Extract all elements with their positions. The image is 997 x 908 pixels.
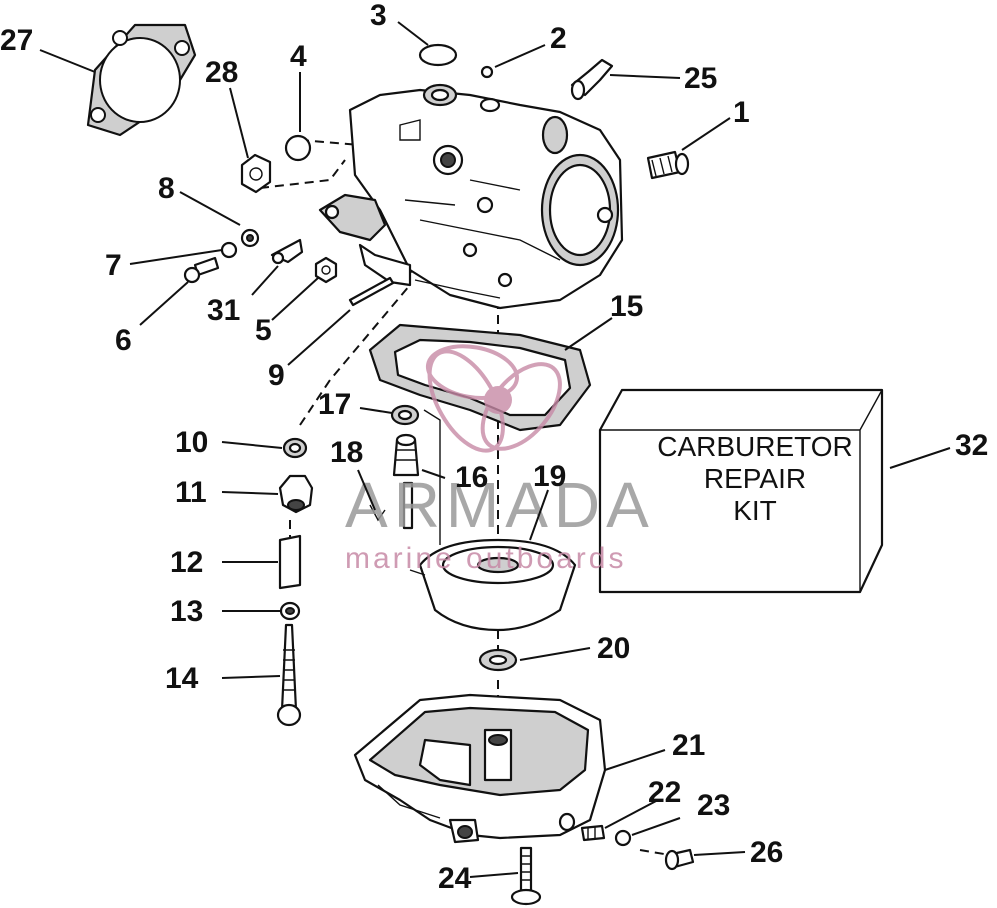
callout-12: 12 (170, 546, 203, 579)
lock-washer-part (240, 228, 260, 248)
spring-12-part (278, 534, 302, 590)
callout-28: 28 (205, 56, 238, 89)
callout-19: 19 (533, 460, 566, 493)
callout-9: 9 (268, 359, 285, 392)
packing-nut-11-part (278, 474, 314, 514)
callout-13: 13 (170, 595, 203, 628)
callout-21: 21 (672, 729, 705, 762)
callout-6: 6 (115, 324, 132, 357)
callout-23: 23 (697, 789, 730, 822)
idle-screw-part (646, 150, 690, 180)
kit-label-line3: KIT (733, 495, 777, 526)
callout-14: 14 (165, 662, 199, 695)
float-pin-part (369, 481, 414, 530)
callout-26: 26 (750, 836, 783, 869)
callout-27: 27 (0, 24, 33, 57)
clip-part (270, 238, 304, 265)
callout-5: 5 (255, 314, 272, 347)
propeller-logo-icon (425, 344, 562, 453)
gasket-flange-part (86, 23, 197, 137)
pin-part (348, 276, 395, 307)
callout-2: 2 (550, 22, 567, 55)
callout-17: 17 (318, 388, 351, 421)
flat-washer-part (220, 241, 238, 259)
callout-11: 11 (175, 476, 207, 509)
long-screw-part (510, 846, 542, 906)
needle-valve-14-part (276, 623, 302, 727)
callout-10: 10 (175, 426, 208, 459)
bowl-screw-part (580, 824, 606, 842)
callout-7: 7 (105, 249, 122, 282)
callout-32: 32 (955, 429, 988, 462)
float-bowl-part (353, 693, 607, 844)
needle-and-seat-part (392, 409, 441, 545)
kit-label-line1: CARBURETOR (657, 431, 853, 462)
callout-1: 1 (733, 96, 750, 129)
callout-16: 16 (455, 461, 488, 494)
leader-lines (39, 21, 951, 878)
callout-4: 4 (290, 40, 307, 73)
callout-15: 15 (610, 290, 643, 323)
drain-screw-part (664, 848, 695, 871)
drain-gasket-part (478, 648, 518, 672)
watermark: ARMADA marine outboards (345, 344, 655, 575)
drain-washer-part (614, 829, 632, 847)
kit-label-line2: REPAIR (704, 463, 806, 494)
hex-nut-part (240, 153, 272, 194)
callout-3: 3 (370, 0, 387, 32)
callout-8: 8 (158, 172, 175, 205)
float-part (409, 538, 577, 632)
callout-25: 25 (684, 62, 717, 95)
callout-numbers: 27 28 4 3 2 25 1 8 7 31 6 5 9 15 17 18 1… (0, 0, 988, 895)
watermark-brand: ARMADA (345, 469, 655, 541)
small-ball-part (480, 65, 494, 79)
needle-seat-washer-part (390, 404, 420, 426)
repair-kit-box: CARBURETOR REPAIR KIT (598, 388, 884, 594)
callout-31: 31 (207, 294, 240, 327)
cap-plug-part (418, 43, 458, 67)
washer-13-part (279, 601, 301, 621)
callout-22: 22 (648, 776, 681, 809)
washer-10-part (282, 437, 308, 459)
small-nut-part (314, 256, 338, 284)
callout-18: 18 (330, 436, 363, 469)
carburetor-body-part (318, 83, 624, 310)
screw-part (183, 256, 220, 284)
watermark-tagline: marine outboards (345, 542, 626, 575)
callout-24: 24 (438, 862, 472, 895)
callout-20: 20 (597, 632, 630, 665)
hose-fitting-part (570, 58, 614, 101)
check-ball-part (284, 134, 312, 162)
